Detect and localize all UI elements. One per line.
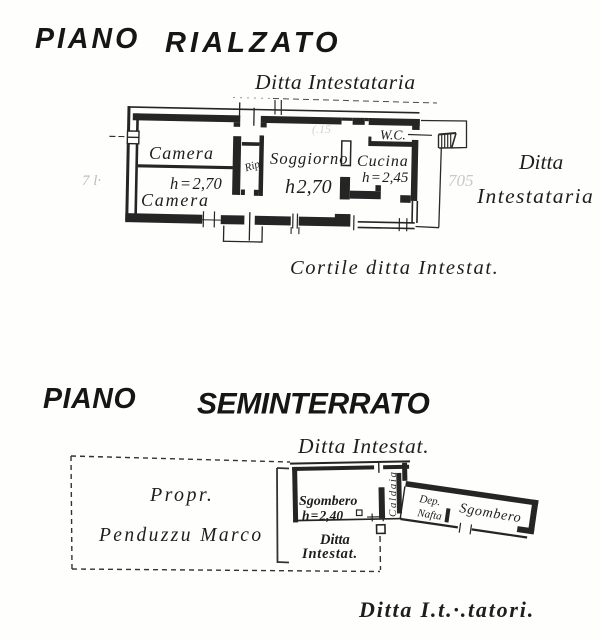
svg-text:Cortile ditta Intestat.: Cortile ditta Intestat.	[290, 257, 499, 279]
svg-text:Ditta Intestat.: Ditta Intestat.	[297, 434, 429, 458]
svg-text:Sgombero: Sgombero	[299, 494, 357, 509]
svg-text:PIANO: PIANO	[35, 23, 140, 55]
svg-text:h = 2,45: h = 2,45	[362, 170, 409, 186]
svg-text:Propr.: Propr.	[149, 484, 214, 506]
svg-text:h = 2,40: h = 2,40	[302, 508, 343, 523]
svg-text:Dep.: Dep.	[418, 493, 442, 508]
svg-text:Cucina: Cucina	[357, 153, 409, 170]
svg-text:W.C.: W.C.	[380, 128, 406, 143]
svg-text:Ditta Intestataria: Ditta Intestataria	[254, 70, 416, 94]
svg-text:Nafta: Nafta	[416, 507, 444, 523]
svg-text:Penduzzu Marco: Penduzzu Marco	[98, 525, 263, 546]
svg-text:RIALZATO: RIALZATO	[165, 27, 342, 59]
svg-text:Rip.: Rip.	[242, 157, 264, 174]
svg-text:705: 705	[448, 171, 474, 190]
svg-text:h 2,70: h 2,70	[285, 176, 332, 198]
svg-text:Intestataria: Intestataria	[476, 184, 594, 208]
svg-text:Ditta: Ditta	[319, 532, 350, 548]
svg-text:7 l·: 7 l·	[82, 173, 101, 189]
svg-text:Camera: Camera	[141, 190, 210, 210]
svg-text:Ditta: Ditta	[518, 150, 563, 174]
svg-text:SEMINTERRATO: SEMINTERRATO	[197, 388, 429, 421]
svg-text:h = 2,70: h = 2,70	[170, 174, 222, 193]
svg-text:Ditta I.t.·.tatori.: Ditta I.t.·.tatori.	[358, 597, 535, 622]
svg-text:Camera: Camera	[149, 143, 214, 163]
svg-text:Caldaia: Caldaia	[387, 470, 399, 517]
svg-text:(.15: (.15	[312, 122, 331, 136]
svg-text:Intestat.: Intestat.	[301, 546, 358, 562]
svg-text:Soggiorno: Soggiorno	[270, 149, 349, 168]
svg-text:PIANO: PIANO	[43, 383, 136, 415]
